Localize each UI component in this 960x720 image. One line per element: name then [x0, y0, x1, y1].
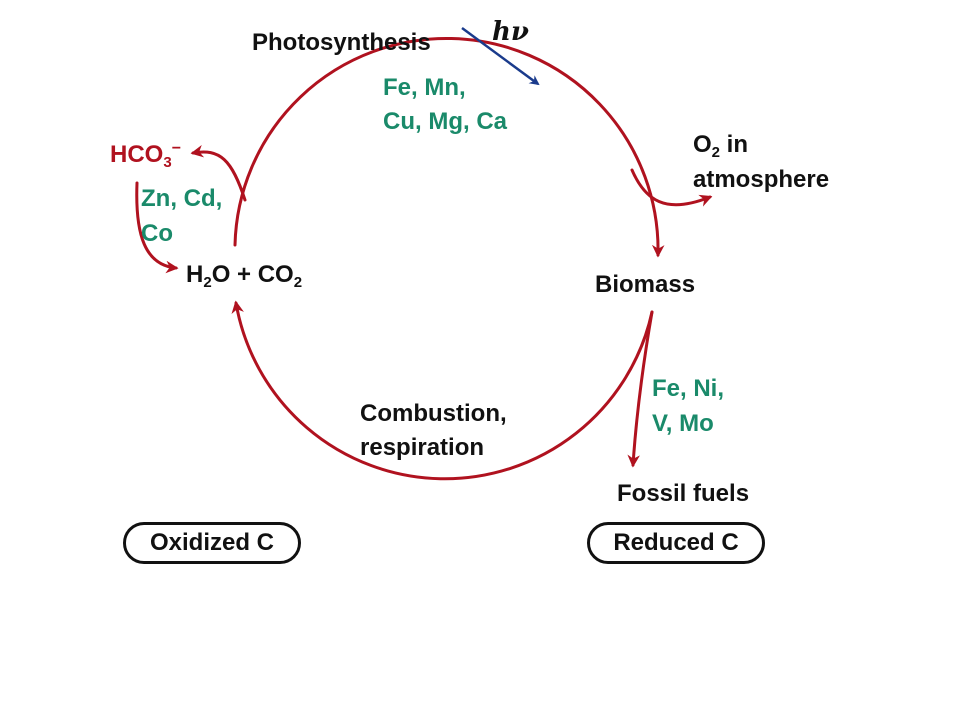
hco3-metals-line2: Co	[141, 220, 173, 247]
hco3-label: HCO3−	[110, 139, 182, 171]
hco3-charge: −	[171, 140, 182, 157]
h2o-co-text: O + CO	[211, 261, 294, 288]
hco3-return-arrow	[135, 181, 179, 274]
fossil-branch-arrow	[627, 310, 654, 468]
co2-subscript: 2	[293, 274, 303, 291]
photosynthesis-metals-line1: Fe, Mn,	[383, 74, 466, 101]
biomass-label: Biomass	[595, 271, 696, 298]
hv-label: hν	[492, 17, 529, 47]
o2-atmosphere-label: O2 in	[693, 129, 748, 160]
respiration-arc	[231, 300, 654, 481]
photosynthesis-arc	[233, 36, 665, 258]
combustion-label-line2: respiration	[360, 434, 485, 461]
o2-in-text: in	[720, 131, 749, 158]
photosynthesis-metals-line2: Cu, Mg, Ca	[383, 108, 507, 135]
reduced-c-badge: Reduced C	[587, 522, 765, 564]
h2o-h: H	[186, 261, 204, 288]
light-arrow	[461, 26, 540, 86]
hco3-branch-arrow	[190, 144, 247, 202]
photosynthesis-label: Photosynthesis	[252, 29, 431, 56]
o2-branch-arrow	[630, 168, 713, 207]
combustion-label-line1: Combustion,	[360, 400, 507, 427]
o2-atmosphere-line2: atmosphere	[693, 166, 830, 193]
oxidized-c-badge: Oxidized C	[123, 522, 301, 564]
o2-symbol: O	[693, 131, 712, 158]
fossil-metals-line2: V, Mo	[652, 410, 714, 437]
o2-subscript: 2	[711, 144, 721, 161]
hco3-metals-line1: Zn, Cd,	[141, 185, 223, 212]
h2o-co2-label: H2O + CO2	[186, 259, 302, 290]
fossil-fuels-label: Fossil fuels	[617, 480, 750, 507]
fossil-metals-line1: Fe, Ni,	[652, 375, 725, 402]
hco3-subscript: 3	[163, 154, 172, 171]
hco3-symbol: HCO	[110, 141, 164, 168]
h2o-subscript: 2	[203, 274, 212, 291]
